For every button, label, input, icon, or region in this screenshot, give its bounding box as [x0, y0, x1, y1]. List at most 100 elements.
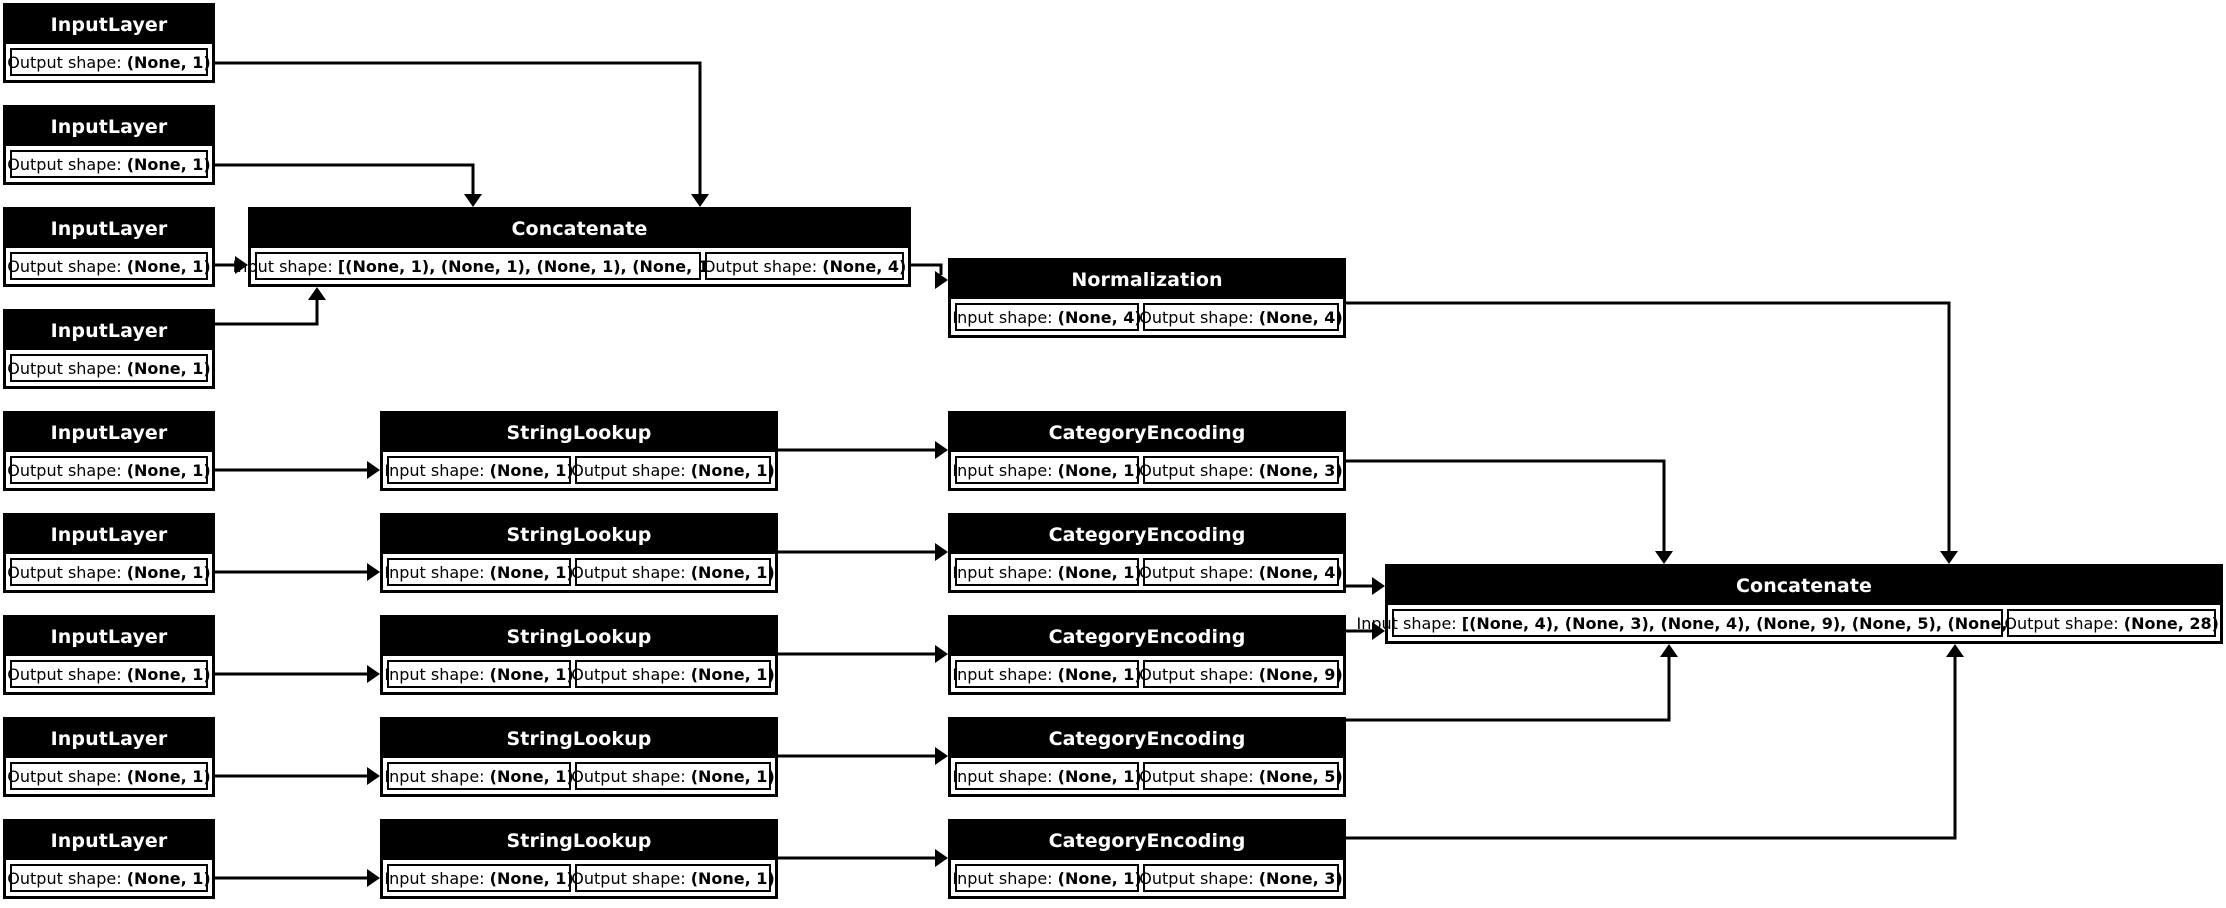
node-input_9-output-shape: Output shape: (None, 1): [7, 864, 211, 892]
node-concat_all-input-shape: Input shape: [(None, 4), (None, 3), (Non…: [1356, 609, 2039, 637]
node-input_6-output-shape-label: Output shape:: [7, 562, 127, 582]
arrow-head-icon: [367, 767, 380, 785]
node-encode_3-output-shape-label: Output shape:: [1139, 664, 1259, 684]
arrow-head-icon: [935, 441, 948, 459]
node-input_9-output-shape-value: (None, 1): [126, 868, 211, 888]
arrow-head-icon: [1655, 551, 1673, 564]
edge-connector: [778, 747, 948, 765]
node-encode_4-input-shape: Input shape: (None, 1): [952, 762, 1142, 790]
node-input_2-title: InputLayer: [6, 108, 212, 146]
arrow-head-icon: [1660, 644, 1678, 657]
arrow-head-icon: [464, 194, 482, 207]
node-lookup_4-output-shape-value: (None, 1): [690, 766, 775, 786]
arrow-head-icon: [935, 849, 948, 867]
node-lookup_1-input-shape-value: (None, 1): [489, 460, 574, 480]
node-encode_2-output-shape: Output shape: (None, 4): [1139, 558, 1343, 586]
node-lookup_4-title: StringLookup: [383, 720, 775, 758]
node-lookup_5-input-shape-label: Input shape:: [384, 868, 490, 888]
node-lookup_1-title: StringLookup: [383, 414, 775, 452]
arrow-head-icon: [308, 287, 326, 300]
node-input_7-output-shape-value: (None, 1): [126, 664, 211, 684]
edge-connector: [778, 849, 948, 867]
node-input_3-output-shape-label: Output shape:: [7, 256, 127, 276]
node-lookup_1-output-shape: Output shape: (None, 1): [571, 456, 775, 484]
edge-connector: [215, 665, 380, 683]
node-input_9-title: InputLayer: [6, 822, 212, 860]
node-concat_all-title: Concatenate: [1388, 567, 2220, 605]
node-lookup_1-body: Input shape: (None, 1)Output shape: (Non…: [383, 452, 775, 488]
node-encode_4-input-shape-value: (None, 1): [1057, 766, 1142, 786]
node-lookup_1-output-shape-label: Output shape:: [571, 460, 691, 480]
node-input_6-output-shape: Output shape: (None, 1): [7, 558, 211, 586]
node-input_8-output-shape: Output shape: (None, 1): [7, 762, 211, 790]
arrow-head-icon: [935, 271, 948, 289]
node-lookup_3-input-shape-label: Input shape:: [384, 664, 490, 684]
node-lookup_3-input-shape: Input shape: (None, 1): [384, 660, 574, 688]
node-encode_1-input-shape-label: Input shape:: [952, 460, 1058, 480]
node-input_4-output-shape: Output shape: (None, 1): [7, 354, 211, 382]
node-concat_all-input-shape-value: [(None, 4), (None, 3), (None, 4), (None,…: [1461, 613, 2039, 633]
node-lookup_3-output-shape: Output shape: (None, 1): [571, 660, 775, 688]
node-concat_num-output-shape-value: (None, 4): [822, 256, 907, 276]
node-concat_num-input-shape-value: [(None, 1), (None, 1), (None, 1), (None,…: [337, 256, 724, 276]
node-encode_4-output-shape-label: Output shape:: [1139, 766, 1259, 786]
node-lookup_4-input-shape: Input shape: (None, 1): [384, 762, 574, 790]
node-input_2-output-shape-value: (None, 1): [126, 154, 211, 174]
arrow-head-icon: [935, 543, 948, 561]
node-encode_5-output-shape-label: Output shape:: [1139, 868, 1259, 888]
node-lookup_5-title: StringLookup: [383, 822, 775, 860]
node-lookup_2-input-shape-value: (None, 1): [489, 562, 574, 582]
node-encode_5-input-shape-label: Input shape:: [952, 868, 1058, 888]
node-encode_2-output-shape-value: (None, 4): [1258, 562, 1343, 582]
node-input_1-output-shape-value: (None, 1): [126, 52, 211, 72]
node-input_8-title: InputLayer: [6, 720, 212, 758]
arrow-head-icon: [935, 645, 948, 663]
node-input_7-output-shape: Output shape: (None, 1): [7, 660, 211, 688]
node-input_9-body: Output shape: (None, 1): [6, 860, 212, 896]
node-lookup_1-output-shape-value: (None, 1): [690, 460, 775, 480]
node-lookup_1-input-shape-label: Input shape:: [384, 460, 490, 480]
node-lookup_4-output-shape-label: Output shape:: [571, 766, 691, 786]
node-input_2-output-shape: Output shape: (None, 1): [7, 150, 211, 178]
node-lookup_3-title: StringLookup: [383, 618, 775, 656]
node-input_1-output-shape-label: Output shape:: [7, 52, 127, 72]
node-lookup_1-input-shape: Input shape: (None, 1): [384, 456, 574, 484]
node-lookup_3-output-shape-value: (None, 1): [690, 664, 775, 684]
node-normalization-title: Normalization: [951, 261, 1343, 299]
node-lookup_2-input-shape: Input shape: (None, 1): [384, 558, 574, 586]
node-encode_2-body: Input shape: (None, 1)Output shape: (Non…: [951, 554, 1343, 590]
node-input_3-output-shape: Output shape: (None, 1): [7, 252, 211, 280]
node-concat_num-output-shape-label: Output shape:: [702, 256, 823, 276]
node-normalization-body: Input shape: (None, 4)Output shape: (Non…: [951, 299, 1343, 335]
node-encode_5-output-shape-value: (None, 3): [1258, 868, 1343, 888]
edge-connector: [215, 61, 709, 207]
node-lookup_5-output-shape-label: Output shape:: [571, 868, 691, 888]
node-input_7-title: InputLayer: [6, 618, 212, 656]
edge-connector: [215, 287, 326, 326]
edge-connector: [1346, 577, 1385, 595]
edge-connector: [1346, 644, 1678, 722]
arrow-head-icon: [367, 563, 380, 581]
